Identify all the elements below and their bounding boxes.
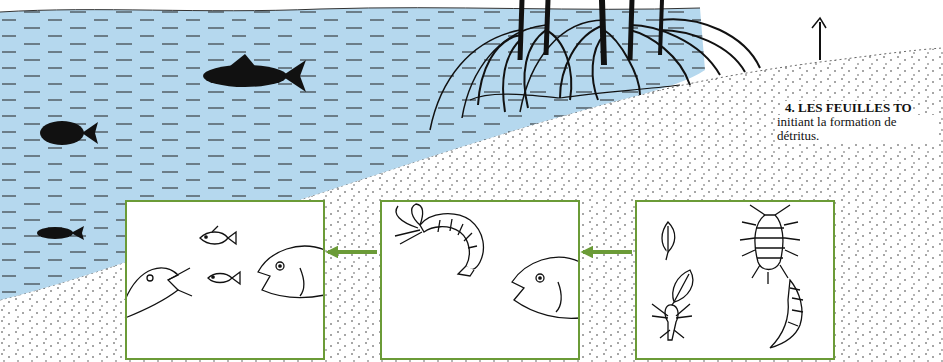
food-chain-arrow: [583, 250, 632, 254]
food-chain-box: [380, 200, 580, 360]
food-chain-box: [635, 200, 835, 360]
fish-eating-fish-sketch: [125, 226, 325, 318]
caption-text: initiant la formation de détritus.: [776, 115, 936, 143]
food-chain-arrow: [328, 250, 377, 254]
box-backgrounds: [125, 200, 835, 360]
mangrove-trees: [430, 0, 826, 130]
shrimp-and-fish-sketch: [395, 204, 580, 318]
caption-heading: 4. LES FEUILLES TO: [784, 101, 913, 115]
water: [0, 8, 705, 300]
detritus-sketch: [652, 205, 803, 348]
food-chain-box: [125, 200, 325, 360]
